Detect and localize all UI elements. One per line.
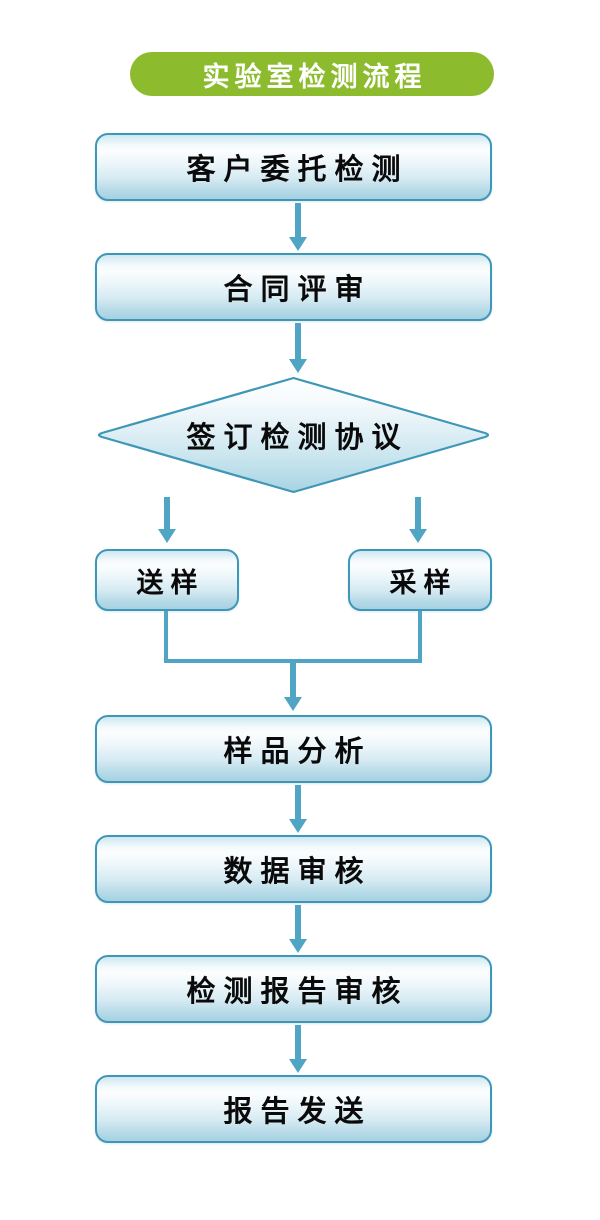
node-label-data-review: 数据审核 — [223, 856, 372, 888]
node-sampling[interactable]: 采样 — [348, 549, 492, 611]
connector-shaft — [295, 1025, 301, 1061]
connector-shaft — [295, 785, 301, 821]
connector-shaft — [295, 203, 301, 239]
connector-shaft — [295, 905, 301, 941]
connector-shaft — [295, 323, 301, 361]
arrowhead-icon — [289, 939, 307, 953]
node-sample-analysis[interactable]: 样品分析 — [95, 715, 492, 783]
merge-horizontal-bar — [164, 659, 422, 663]
node-label-sample-delivery: 送样 — [136, 567, 205, 598]
arrowhead-icon — [284, 697, 302, 711]
node-contract-review[interactable]: 合同评审 — [95, 253, 492, 321]
merge-right-drop — [418, 611, 422, 662]
node-label-report-review: 检测报告审核 — [186, 976, 409, 1008]
merge-left-drop — [164, 611, 168, 662]
connector-shaft — [290, 663, 296, 699]
node-label-contract-review: 合同评审 — [223, 274, 372, 306]
node-data-review[interactable]: 数据审核 — [95, 835, 492, 903]
connector-shaft — [164, 497, 170, 531]
arrowhead-icon — [409, 529, 427, 543]
node-label-sample-analysis: 样品分析 — [223, 736, 372, 768]
node-sign-agreement[interactable]: 签订检测协议 — [95, 375, 492, 495]
node-label-sampling: 采样 — [389, 567, 458, 598]
node-label-client-request: 客户委托检测 — [186, 154, 409, 186]
node-label-sign-agreement: 签订检测协议 — [186, 422, 409, 454]
arrowhead-icon — [289, 819, 307, 833]
node-report-review[interactable]: 检测报告审核 — [95, 955, 492, 1023]
page-title: 实验室检测流程 — [202, 61, 427, 93]
arrowhead-icon — [289, 237, 307, 251]
diamond-shape — [97, 376, 490, 494]
connector-shaft — [415, 497, 421, 531]
node-report-delivery[interactable]: 报告发送 — [95, 1075, 492, 1143]
node-sample-delivery[interactable]: 送样 — [95, 549, 239, 611]
arrowhead-icon — [289, 359, 307, 373]
arrowhead-icon — [158, 529, 176, 543]
node-label-report-delivery: 报告发送 — [223, 1096, 372, 1128]
node-client-request[interactable]: 客户委托检测 — [95, 133, 492, 201]
arrowhead-icon — [289, 1059, 307, 1073]
flowchart-title-banner: 实验室检测流程 — [130, 52, 494, 96]
